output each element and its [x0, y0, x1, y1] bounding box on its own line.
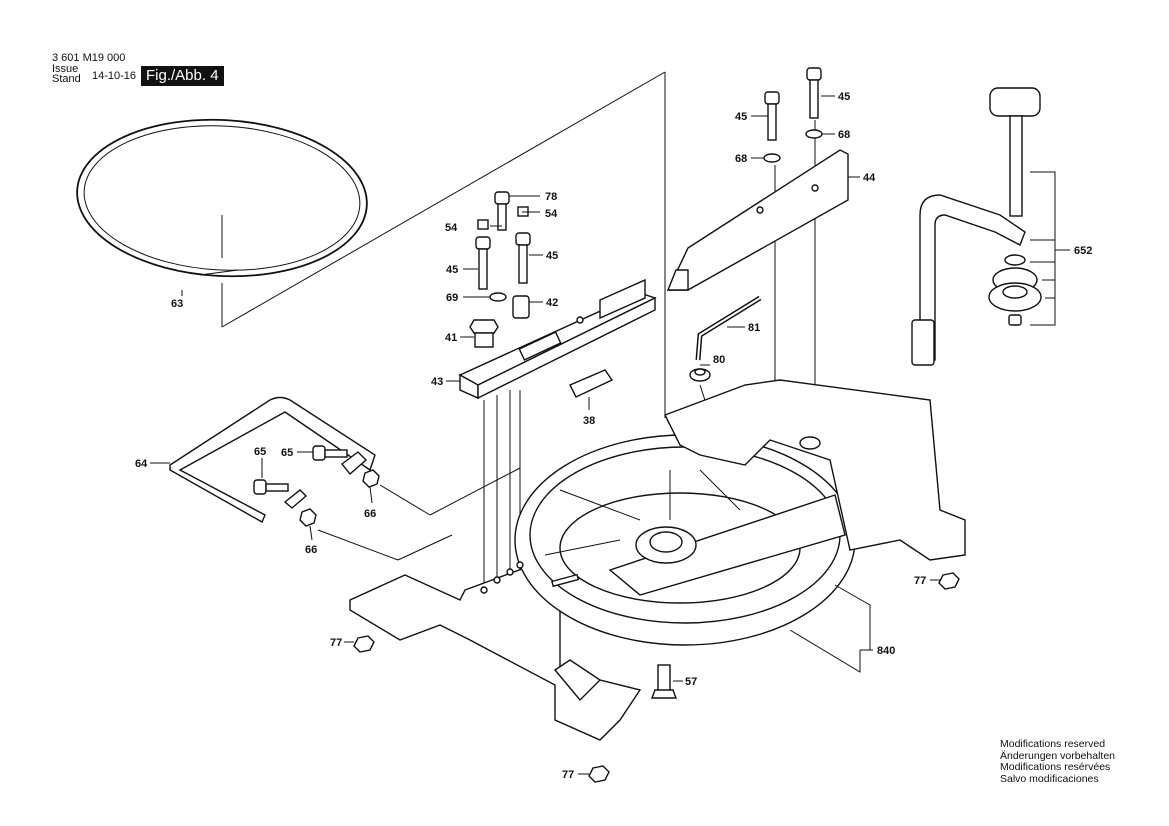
callout-41: 41 — [445, 332, 457, 344]
callout-38: 38 — [583, 415, 595, 427]
callout-68-left: 68 — [735, 153, 747, 165]
modifications-notice: Modifications reserved Änderungen vorbeh… — [1000, 738, 1116, 785]
callout-54-right: 54 — [545, 208, 558, 220]
callout-840: 840 — [877, 645, 895, 657]
notice-german: Änderungen vorbehalten — [1000, 749, 1116, 762]
clamp-assembly-652 — [911, 87, 1070, 366]
issue-label: Issue — [52, 63, 79, 75]
callout-65-right: 65 — [281, 447, 293, 459]
callout-66-right: 66 — [364, 508, 376, 520]
notice-english: Modifications reserved — [1000, 738, 1106, 750]
base-840 — [349, 379, 966, 741]
callout-44: 44 — [863, 172, 876, 184]
callout-54-left: 54 — [445, 222, 458, 234]
callout-77-right: 77 — [914, 575, 926, 587]
callout-69: 69 — [446, 292, 458, 304]
callout-45-mid: 45 — [546, 250, 558, 262]
callout-64: 64 — [135, 458, 148, 470]
callout-77-bottom: 77 — [562, 769, 574, 781]
figure-label: Fig./Abb. 4 — [141, 66, 224, 86]
notice-spanish: Salvo modificaciones — [1000, 772, 1099, 785]
callout-66-left: 66 — [305, 544, 317, 556]
notice-french: Modifications resérvées — [1000, 761, 1111, 773]
callout-63: 63 — [171, 298, 183, 310]
callout-81: 81 — [748, 322, 760, 334]
hex-key-81 — [695, 295, 762, 361]
callout-68-right: 68 — [838, 129, 850, 141]
knob-80 — [689, 368, 711, 382]
label-plate-38 — [569, 369, 614, 398]
callout-78: 78 — [545, 191, 557, 203]
stand-label: Stand — [52, 73, 81, 85]
callout-57: 57 — [685, 676, 697, 688]
feet-screws — [353, 572, 960, 783]
leader-lines — [150, 95, 940, 775]
fence-left-43 — [458, 278, 657, 400]
callout-77-left: 77 — [330, 637, 342, 649]
callout-652: 652 — [1074, 245, 1092, 257]
callout-80: 80 — [713, 354, 725, 366]
callout-45-upper-left: 45 — [735, 111, 747, 123]
fence-right-44 — [666, 67, 849, 291]
screws-nuts-65-66 — [253, 445, 380, 527]
callout-43: 43 — [431, 376, 443, 388]
callout-42: 42 — [546, 297, 558, 309]
callout-numbers: 63 78 54 54 45 45 69 42 41 43 38 45 45 6… — [135, 91, 1092, 781]
callout-45-upper-right: 45 — [838, 91, 850, 103]
callout-45-left: 45 — [446, 264, 458, 276]
document-number: 3 601 M19 000 — [52, 52, 126, 64]
ring-belt-63 — [76, 118, 368, 296]
issue-stand-label: Issue Stand — [52, 63, 92, 85]
callout-65-left: 65 — [254, 446, 266, 458]
screws-left — [469, 191, 531, 348]
issue-date: 14-10-16 — [92, 70, 137, 82]
wire-bracket-64 — [169, 396, 376, 523]
